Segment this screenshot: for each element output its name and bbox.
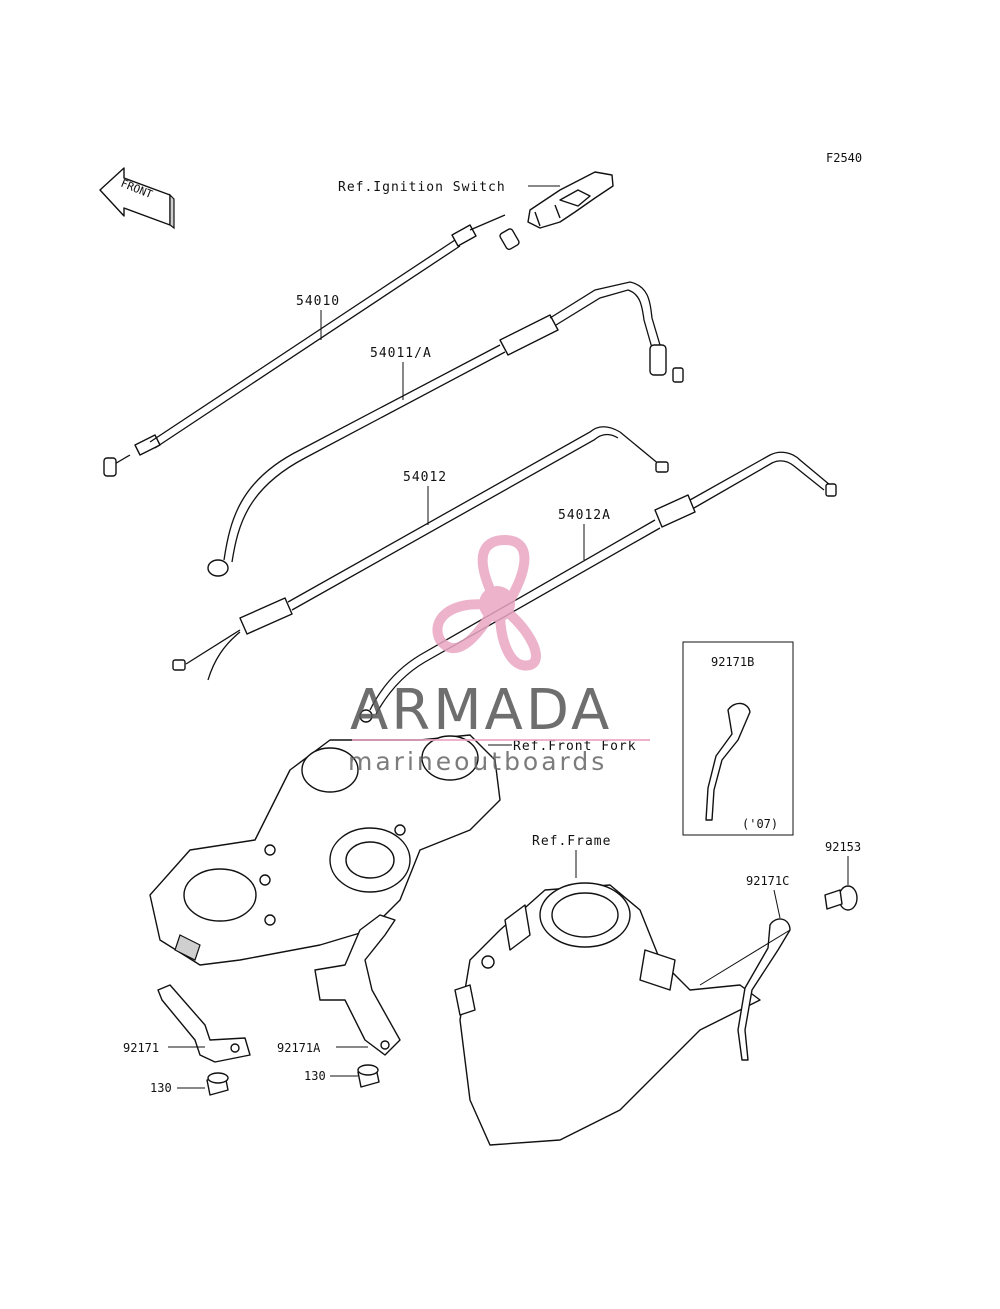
ref-ignition-switch: Ref.Ignition Switch xyxy=(338,180,506,195)
figure-code: F2540 xyxy=(826,151,862,165)
cable-54011a xyxy=(207,281,684,577)
clamp-92171c xyxy=(699,918,791,1061)
part-label-92171: 92171 xyxy=(123,1041,159,1055)
part-label-54010: 54010 xyxy=(296,294,340,309)
part-label-54012a: 54012A xyxy=(558,508,611,523)
part-label-92171b: 92171B xyxy=(711,655,754,669)
part-label-54011a: 54011/A xyxy=(370,346,432,361)
clamp-92171a xyxy=(314,914,401,1056)
part-label-92153: 92153 xyxy=(825,840,861,854)
bolt-92153 xyxy=(824,885,858,911)
front-arrow-icon: FRONT xyxy=(99,167,175,230)
ref-front-fork: Ref.Front Fork xyxy=(513,739,637,754)
frame-head xyxy=(454,882,761,1146)
cable-54012 xyxy=(172,426,669,681)
part-label-130-left: 130 xyxy=(150,1081,172,1095)
bolt-130-right xyxy=(357,1064,380,1088)
clamp-92171 xyxy=(157,984,251,1063)
part-label-92171a: 92171A xyxy=(277,1041,321,1055)
cable-54012a xyxy=(359,451,837,723)
cable-54010 xyxy=(103,214,520,477)
part-label-54012: 54012 xyxy=(403,470,447,485)
ignition-switch-bracket xyxy=(527,171,614,229)
armada-watermark: ARMADA marineoutboards xyxy=(348,534,650,776)
part-label-130-right: 130 xyxy=(304,1069,326,1083)
part-note-92171b: ('07) xyxy=(742,817,778,831)
part-label-92171c: 92171C xyxy=(746,874,789,888)
ref-frame: Ref.Frame xyxy=(532,834,611,849)
bolt-130-left xyxy=(206,1072,229,1096)
watermark-tagline: marineoutboards xyxy=(348,747,607,776)
inset-box-92171b: 92171B ('07) xyxy=(682,641,794,836)
propeller-icon xyxy=(432,534,541,671)
watermark-brand: ARMADA xyxy=(350,678,612,743)
steering-stem-clamp xyxy=(149,734,501,966)
